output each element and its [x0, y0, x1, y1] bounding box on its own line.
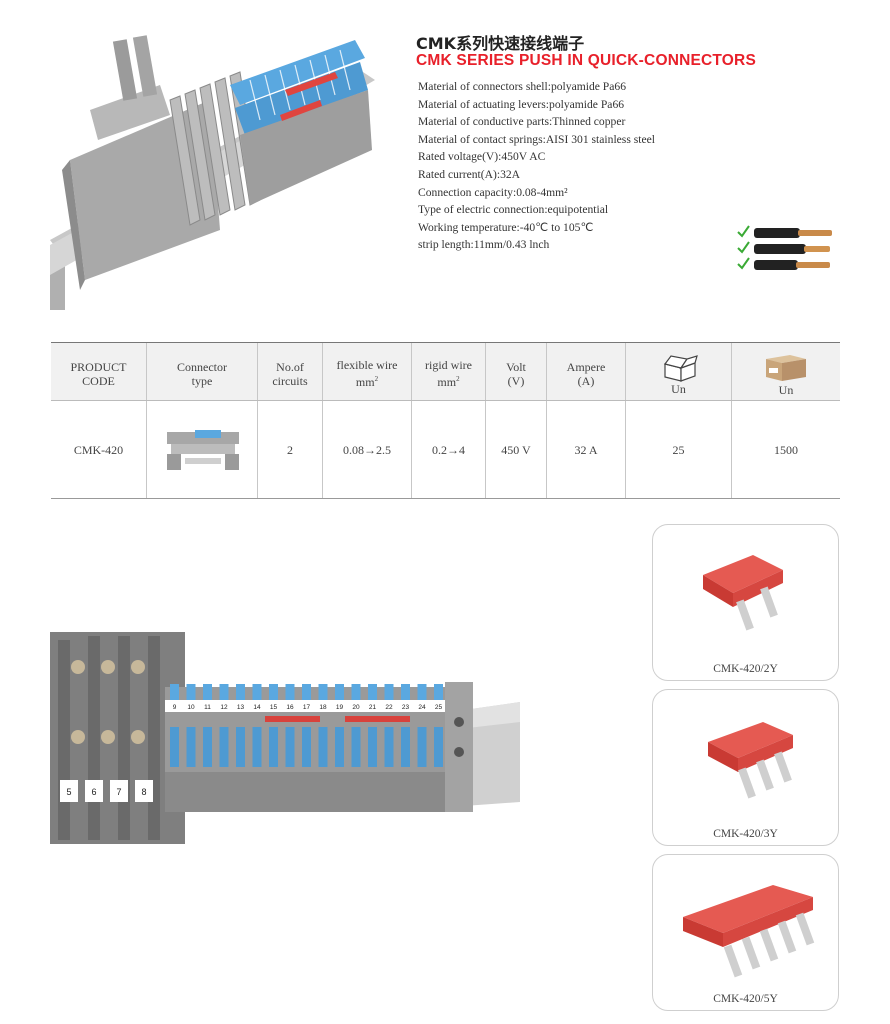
accessory-card: CMK-420/3Y: [652, 689, 839, 846]
photo-number: 7: [116, 787, 121, 797]
accessory-label: CMK-420/2Y: [713, 663, 778, 675]
photo-number: 8: [141, 787, 146, 797]
photo-number: 12: [220, 704, 228, 711]
photo-number: 6: [91, 787, 96, 797]
photo-number: 5: [66, 787, 71, 797]
header-volt: Volt(V): [486, 343, 547, 400]
wire-strip-illustration: [737, 225, 832, 270]
photo-number: 15: [270, 704, 278, 711]
photo-number: 13: [237, 704, 245, 711]
photo-number: 19: [336, 704, 344, 711]
spec-item: Material of connectors shell:polyamide P…: [418, 80, 626, 93]
spec-item: Material of actuating levers:polyamide P…: [418, 97, 625, 111]
cell-box-qty: 25: [626, 401, 732, 498]
photo-number: 23: [402, 704, 410, 711]
photo-number: 16: [286, 704, 294, 711]
photo-number: 9: [173, 704, 177, 711]
photo-number: 21: [369, 704, 377, 711]
photo-number: 14: [253, 704, 261, 711]
terminal-block-photo-top: [50, 35, 375, 310]
photo-number: 11: [204, 704, 211, 711]
accessory-card: CMK-420/2Y: [652, 524, 839, 681]
photo-number: 25: [435, 704, 443, 711]
photo-number: 24: [418, 704, 426, 711]
terminal-block-photo-bottom: 5 6 7 8 9 10 11 12 13 14 15 16 17 18 19 20 21 22 23 24 2…: [50, 632, 520, 844]
specs-list: Material of connectors shell:polyamide P…: [418, 78, 655, 254]
photo-number: 10: [187, 704, 195, 711]
spec-item: Rated voltage(V):450V AC: [418, 150, 546, 164]
spec-item: strip length:11mm/0.43 lnch: [418, 238, 550, 252]
cell-volt: 450 V: [486, 401, 547, 498]
spec-item: Material of conductive parts:Thinned cop…: [418, 115, 626, 129]
cell-circuits: 2: [258, 401, 323, 498]
cell-rigid: 0.2→4: [412, 401, 486, 498]
header-carton-unit: Un: [732, 343, 840, 400]
connector-thumbnail: [167, 429, 239, 470]
jumper-bridge-3-pin: [708, 722, 793, 799]
cell-carton-qty: 1500: [774, 442, 798, 457]
spec-item: Type of electric connection:equipotentia…: [418, 203, 609, 217]
spec-item: Material of contact springs:AISI 301 sta…: [418, 132, 655, 146]
title-chinese: CMK系列快速接线端子: [416, 34, 585, 53]
check-icon: [737, 225, 750, 270]
photo-number: 20: [352, 704, 360, 711]
cell-product-code: CMK-420: [51, 401, 147, 498]
accessory-label: CMK-420/3Y: [713, 828, 778, 840]
carton-box-icon: [766, 354, 806, 381]
photo-number: 17: [303, 704, 311, 711]
table-row: CMK-420 2 0.08→2.5 0.2→4 450 V 32 A 25 1…: [51, 401, 840, 498]
spec-item: Rated current(A):32A: [418, 167, 521, 181]
cell-ampere: 32 A: [547, 401, 626, 498]
accessory-label: CMK-420/5Y: [713, 993, 778, 1005]
spec-item: Connection capacity:0.08-4mm²: [418, 185, 568, 199]
open-box-icon: [663, 354, 698, 382]
header-ampere: Ampere(A): [547, 343, 626, 400]
jumper-bridge-2-pin: [703, 555, 783, 631]
photo-number: 18: [319, 704, 327, 711]
title-english: CMK SERIES PUSH IN QUICK-CONNECTORS: [416, 52, 756, 69]
photo-number: 22: [385, 704, 393, 711]
cell-connector-image: [147, 401, 258, 498]
header-box-unit: Un: [626, 343, 732, 400]
jumper-bridge-5-pin: [683, 885, 815, 978]
accessory-card: CMK-420/5Y: [652, 854, 839, 1011]
spec-item: Working temperature:-40℃ to 105℃: [418, 220, 594, 234]
cell-flexible: 0.08→2.5: [323, 401, 412, 498]
